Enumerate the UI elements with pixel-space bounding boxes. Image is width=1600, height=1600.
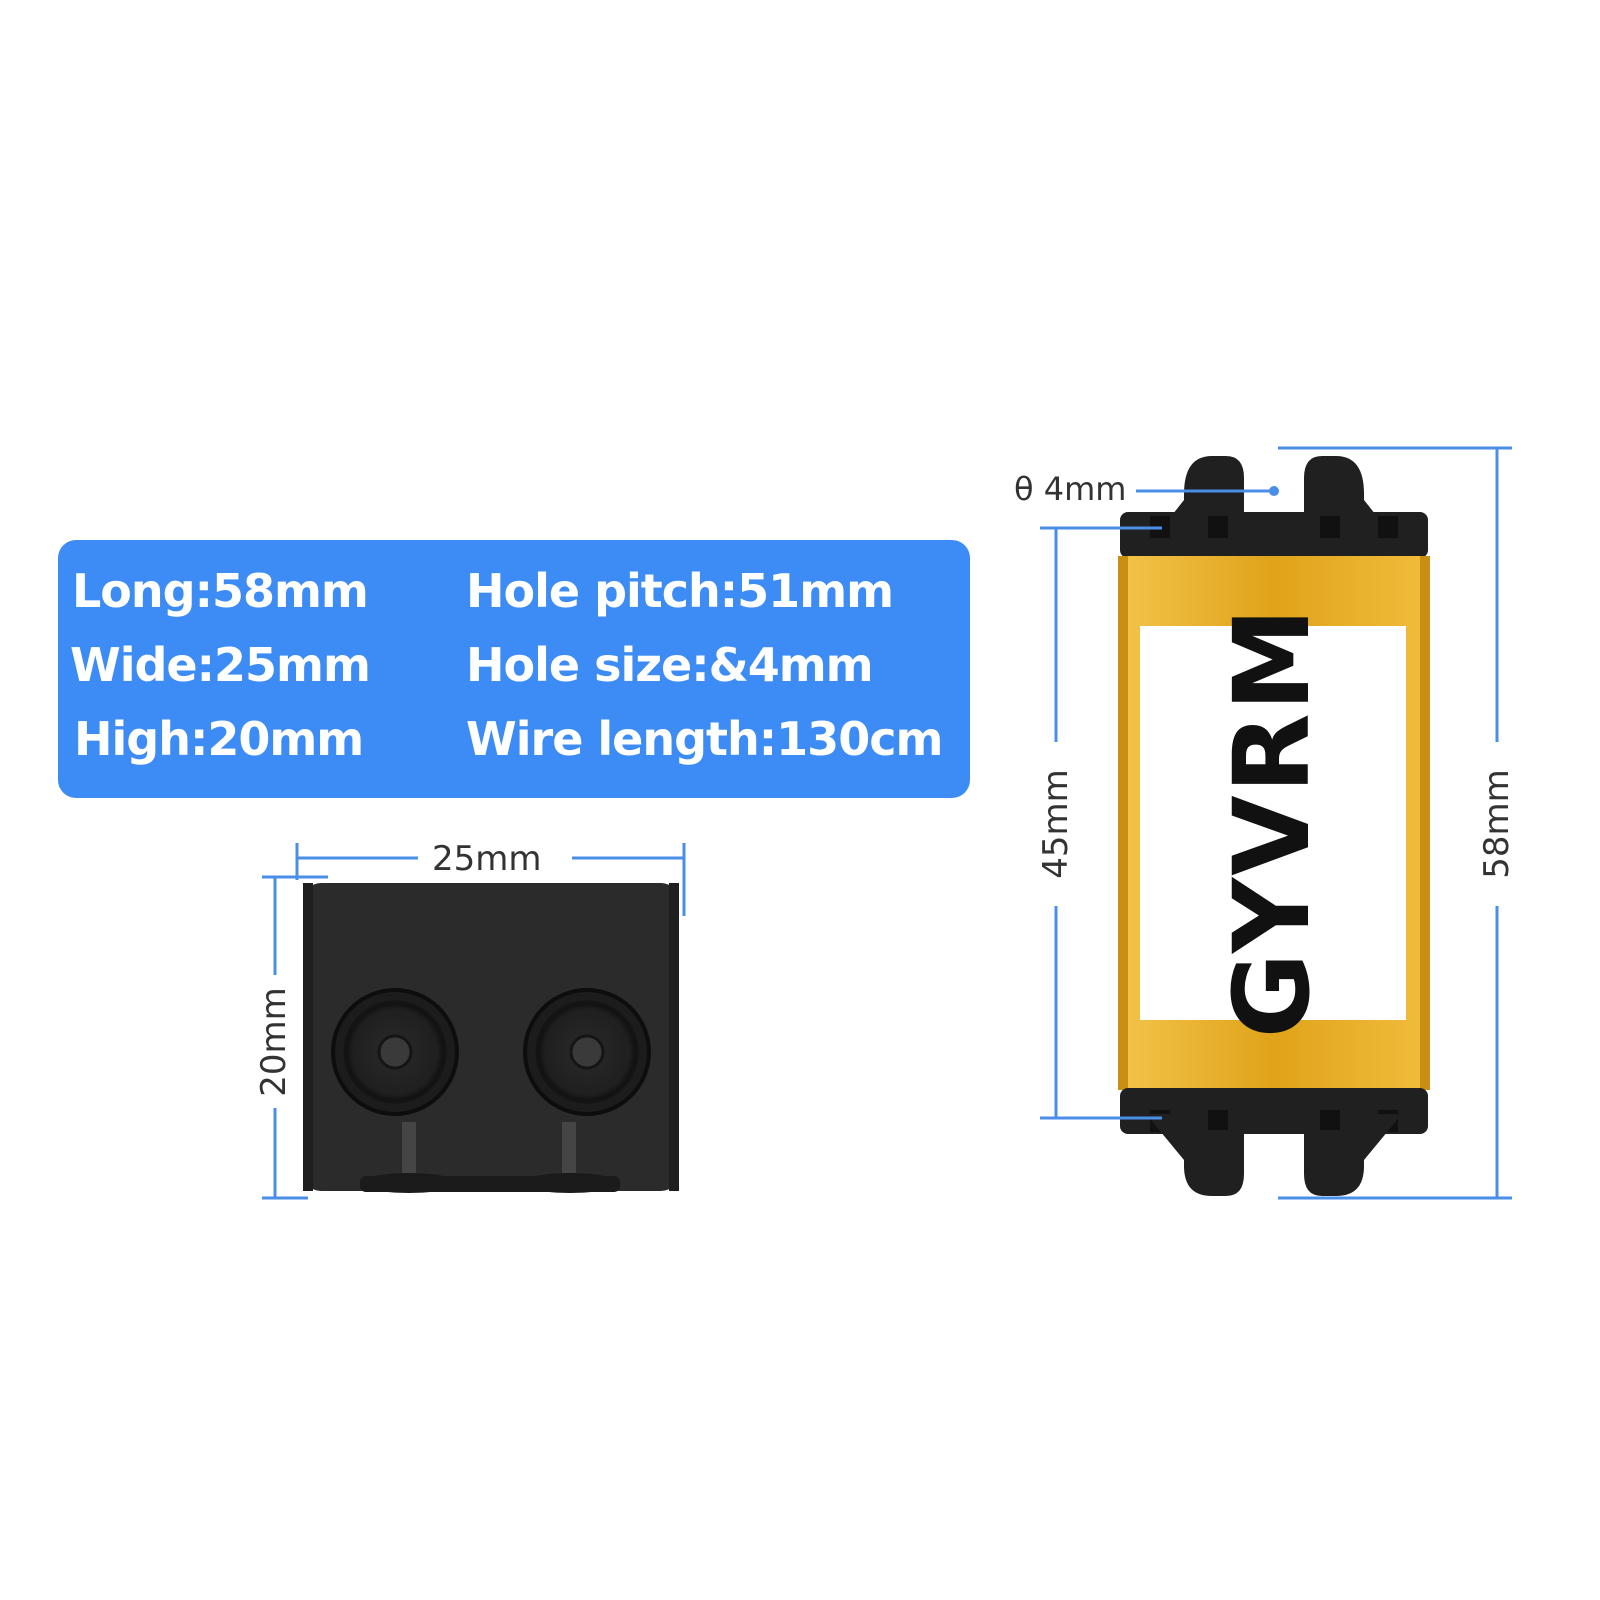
spec-panel: Long:58mm Wide:25mm High:20mm Hole pitch…: [58, 540, 970, 798]
inner-length-label: 45mm: [1036, 769, 1076, 879]
brand-label-area: [1140, 626, 1406, 1020]
total-length-dimension: [1278, 446, 1512, 1200]
front-width-label: 25mm: [432, 839, 542, 879]
end-cap-top: [1120, 512, 1428, 558]
front-width-dimension: [295, 843, 686, 916]
front-view: [262, 843, 686, 1200]
mount-tab-bottom-left: [1184, 1130, 1244, 1196]
cable-gland-left: [331, 988, 459, 1193]
total-length-label: 58mm: [1477, 769, 1517, 879]
hole-leader: [1136, 486, 1279, 496]
spec-wire-length: Wire length:130cm: [466, 712, 943, 766]
spec-high: High:20mm: [74, 712, 364, 766]
spec-hole-pitch: Hole pitch:51mm: [466, 564, 894, 618]
spec-hole-size: Hole size:&4mm: [466, 638, 874, 692]
brand-label: GYVRM: [1211, 605, 1333, 1039]
front-height-dimension: [262, 875, 328, 1200]
hole-size-label: θ 4mm: [1014, 470, 1127, 508]
spec-long: Long:58mm: [72, 564, 369, 618]
spec-wide: Wide:25mm: [70, 638, 371, 692]
front-height-label: 20mm: [254, 987, 294, 1097]
mount-tab-bottom-right: [1304, 1130, 1364, 1196]
end-cap-bottom: [1120, 1088, 1428, 1134]
inner-length-dimension: [1040, 526, 1162, 1120]
top-view: [1040, 446, 1512, 1200]
